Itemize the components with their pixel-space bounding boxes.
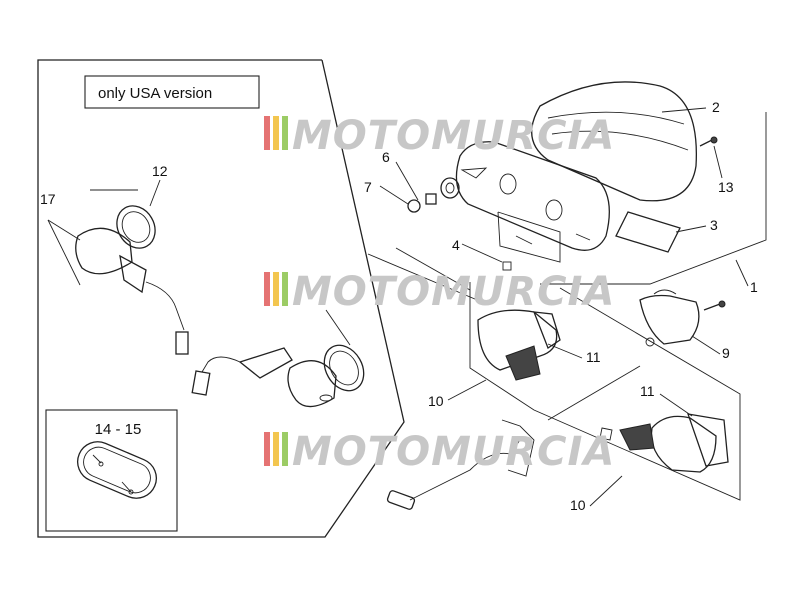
tail-housing-drawing bbox=[455, 141, 610, 251]
callout-9: 9 bbox=[722, 345, 730, 361]
watermark-stripe-red bbox=[264, 432, 270, 466]
watermark-text: MOTOMURCIA bbox=[292, 429, 615, 475]
callout-17: 17 bbox=[40, 191, 56, 207]
watermark-bottom: MOTOMURCIA bbox=[264, 429, 615, 475]
usa-version-panel: only USA version 14 - 15 bbox=[37, 59, 405, 538]
callout-12: 12 bbox=[152, 163, 168, 179]
rear-bracket-light-9 bbox=[639, 289, 726, 347]
callout-4: 4 bbox=[452, 237, 460, 253]
usa-turn-signal-2-drawing bbox=[191, 309, 365, 408]
callout-3: 3 bbox=[710, 217, 718, 233]
watermark-stripe-yellow bbox=[273, 116, 279, 150]
watermark-stripe-green bbox=[282, 272, 288, 306]
right-turn-signal-1 bbox=[469, 282, 741, 501]
callout-10-b: 10 bbox=[570, 497, 586, 513]
usa-version-label: only USA version bbox=[98, 85, 212, 102]
reflector-plate-drawing bbox=[615, 211, 681, 253]
watermark-stripe-yellow bbox=[273, 432, 279, 466]
part-14-15-label: 14 - 15 bbox=[95, 421, 142, 438]
callout-2: 2 bbox=[712, 99, 720, 115]
watermark-text: MOTOMURCIA bbox=[292, 113, 615, 159]
watermark-stripe-red bbox=[264, 272, 270, 306]
callout-6: 6 bbox=[382, 149, 390, 165]
watermark-middle: MOTOMURCIA bbox=[264, 269, 615, 315]
callout-1: 1 bbox=[750, 279, 758, 295]
watermark-stripe-red bbox=[264, 116, 270, 150]
callout-7: 7 bbox=[364, 179, 372, 195]
callout-numbers: 1 2 3 4 6 7 9 10 10 11 11 12 13 17 bbox=[40, 99, 758, 513]
callout-11-b: 11 bbox=[640, 383, 655, 399]
usa-version-box bbox=[84, 75, 260, 109]
plate-light-lens-drawing bbox=[77, 441, 157, 499]
watermark-top: MOTOMURCIA bbox=[264, 113, 615, 159]
callout-10-a: 10 bbox=[428, 393, 444, 409]
watermark-text: MOTOMURCIA bbox=[292, 269, 615, 315]
callout-11-a: 11 bbox=[586, 349, 601, 365]
right-turn-signal-2 bbox=[547, 365, 729, 473]
watermark-stripe-green bbox=[282, 116, 288, 150]
callout-13: 13 bbox=[718, 179, 734, 195]
watermark-stripe-green bbox=[282, 432, 288, 466]
tail-light-assembly bbox=[367, 81, 767, 303]
usa-turn-signal-drawing bbox=[47, 189, 189, 355]
wiring-harness-drawing bbox=[386, 419, 535, 510]
tail-lens-drawing bbox=[531, 81, 698, 202]
watermark-stripe-yellow bbox=[273, 272, 279, 306]
